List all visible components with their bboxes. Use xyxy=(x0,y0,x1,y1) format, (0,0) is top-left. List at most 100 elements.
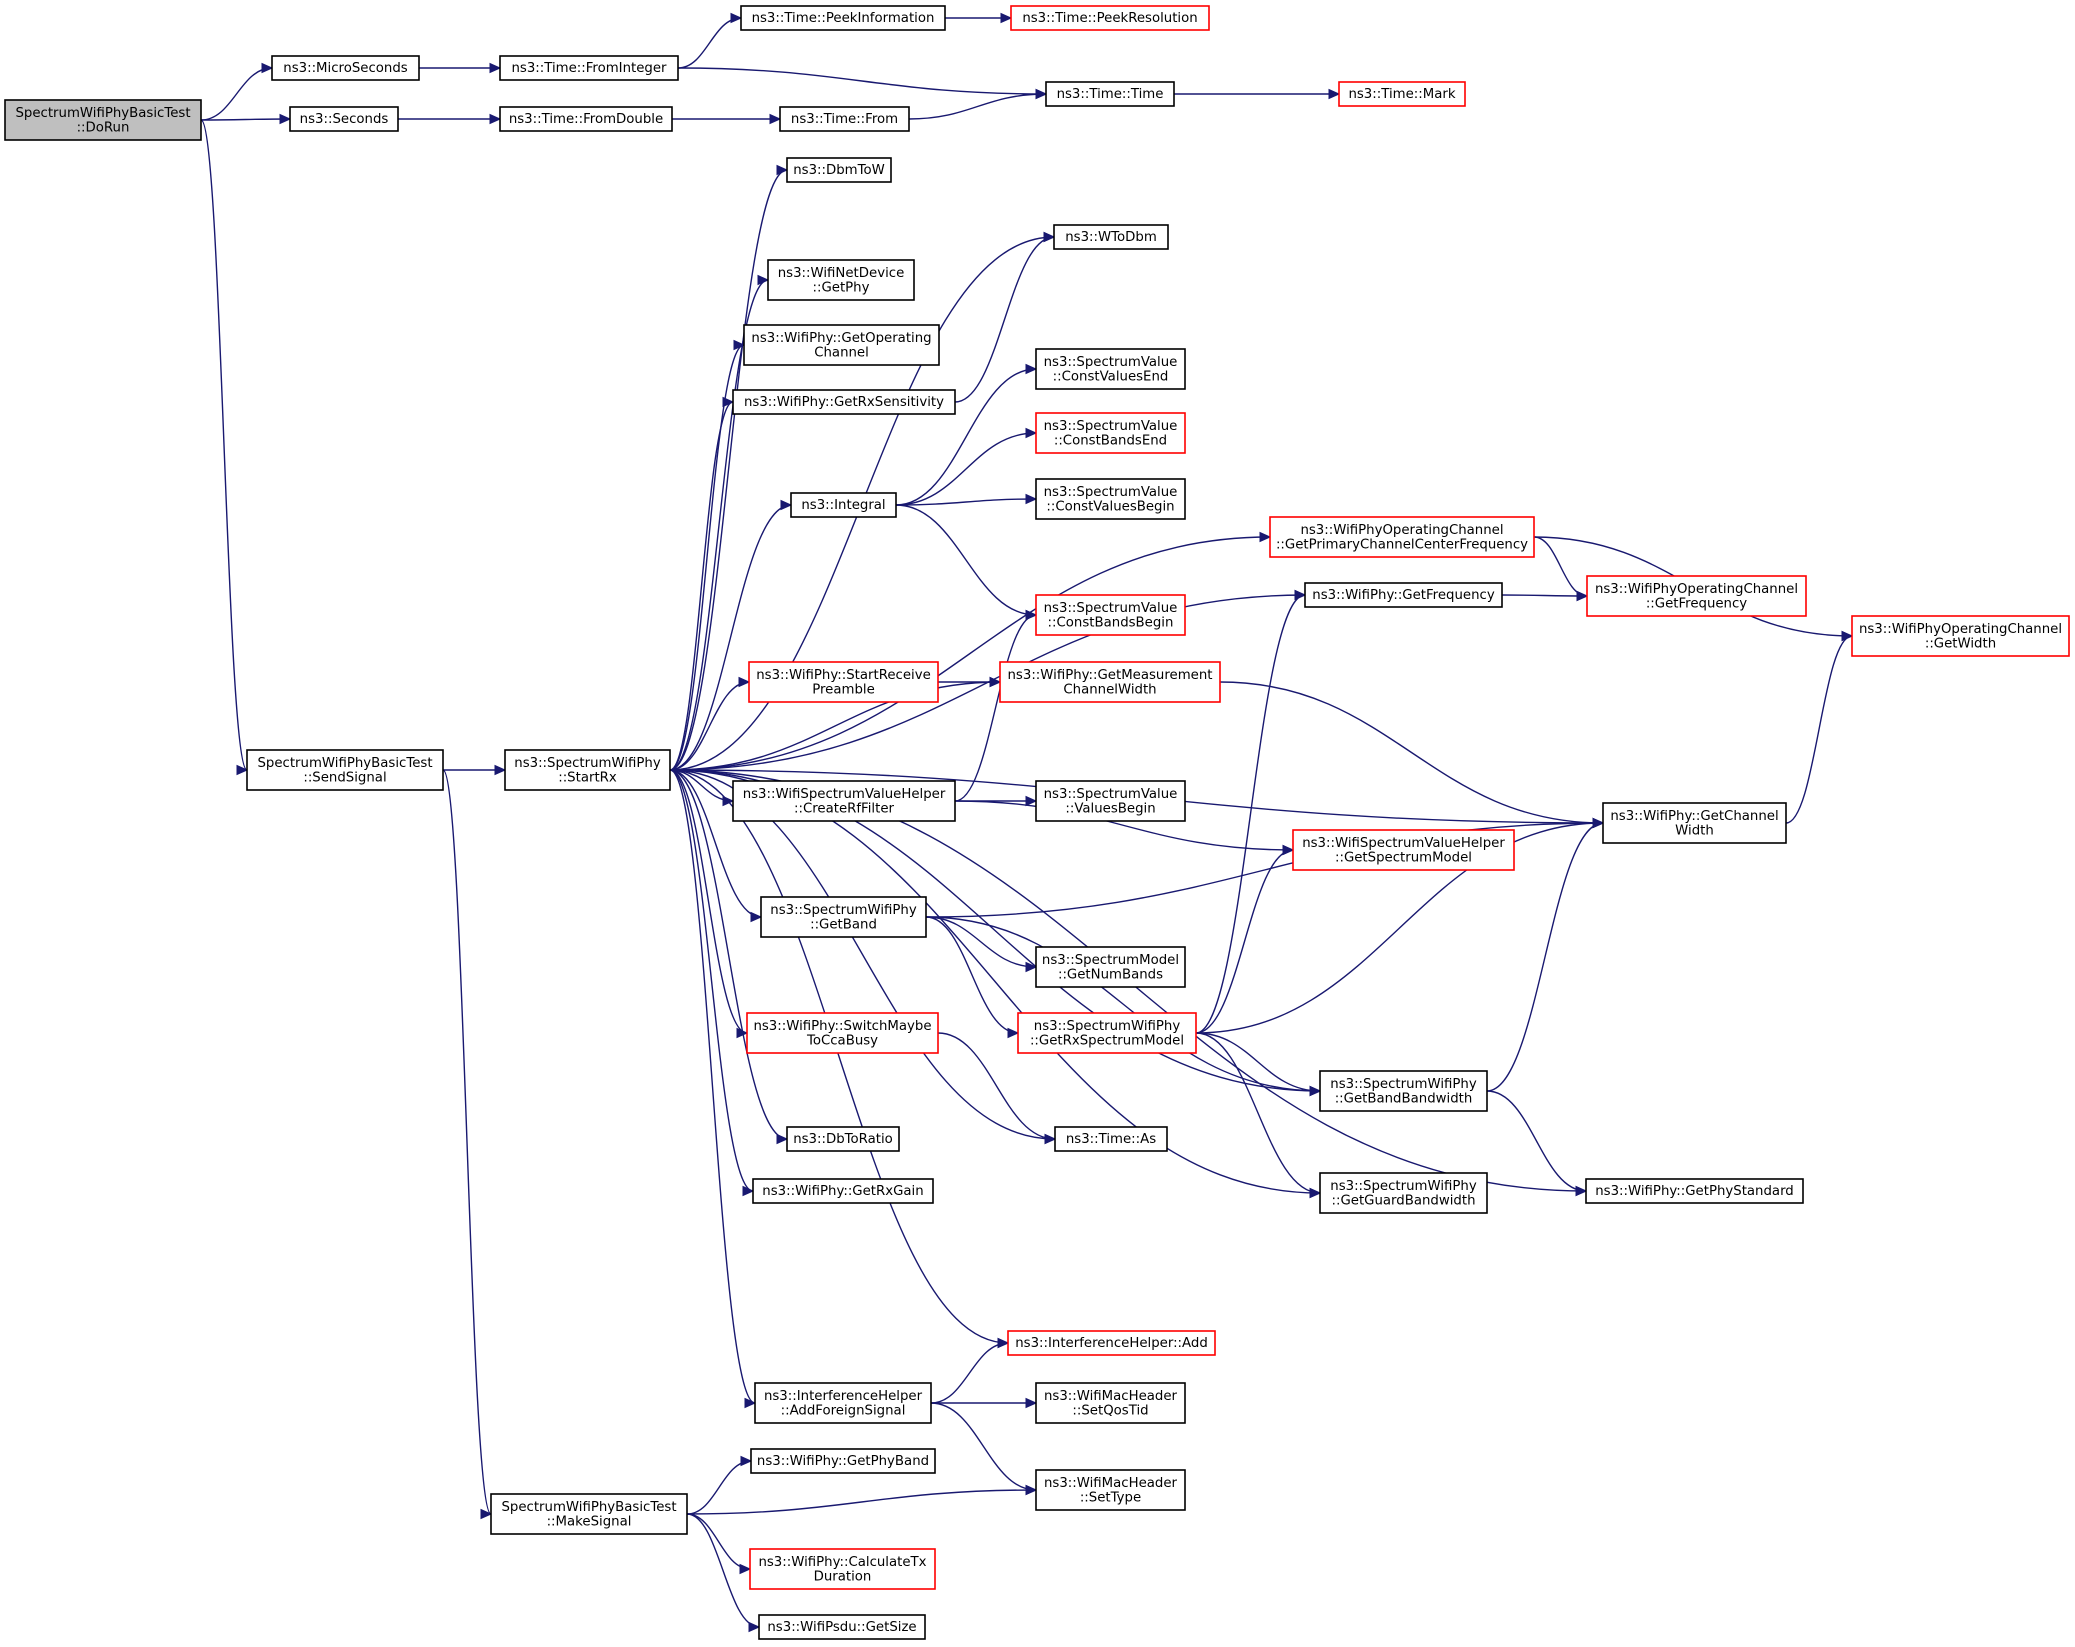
node-constbandsbegin[interactable]: ns3::SpectrumValue::ConstBandsBegin xyxy=(1035,594,1186,636)
node-valuesbegin[interactable]: ns3::SpectrumValue::ValuesBegin xyxy=(1035,780,1186,822)
edge-getrxspec-getspecmodel xyxy=(1195,844,1295,1034)
node-peekinfo[interactable]: ns3::Time::PeekInformation xyxy=(740,5,946,31)
edge-startrx-dbmtow xyxy=(669,164,789,771)
node-opchwidth[interactable]: ns3::WifiPhyOperatingChannel::GetWidth xyxy=(1851,615,2070,657)
node-frominteger[interactable]: ns3::Time::FromInteger xyxy=(499,55,679,81)
edge-arrowhead xyxy=(1035,88,1048,100)
node-constvaluesend[interactable]: ns3::SpectrumValue::ConstValuesEnd xyxy=(1035,348,1186,390)
edge-frominteger-peekinfo xyxy=(677,12,743,69)
node-seconds[interactable]: ns3::Seconds xyxy=(289,106,399,132)
node-label: ns3::WifiPhy::CalculateTx xyxy=(758,1555,926,1570)
node-sendsignal[interactable]: SpectrumWifiPhyBasicTest::SendSignal xyxy=(246,749,444,791)
node-wtodbm[interactable]: ns3::WToDbm xyxy=(1053,224,1169,250)
edge-arrowhead xyxy=(279,113,292,125)
edge-arrowhead xyxy=(1576,590,1589,602)
node-box xyxy=(786,157,892,183)
node-integral[interactable]: ns3::Integral xyxy=(790,492,897,518)
edge-arrowhead xyxy=(1259,531,1272,543)
edge-addforeign-settype xyxy=(930,1402,1038,1496)
node-getphyband[interactable]: ns3::WifiPhy::GetPhyBand xyxy=(750,1448,936,1474)
node-label: ::GetFrequency xyxy=(1646,596,1747,611)
edge-line xyxy=(686,1460,752,1515)
node-peekres[interactable]: ns3::Time::PeekResolution xyxy=(1010,5,1210,31)
edge-startrecvpre-getmeaschw xyxy=(937,676,1002,688)
node-getphy[interactable]: ns3::WifiNetDevice::GetPhy xyxy=(767,259,915,301)
node-box xyxy=(999,661,1221,703)
node-label: ns3::InterferenceHelper::Add xyxy=(1015,1336,1208,1351)
edge-startrx-getopch xyxy=(669,339,746,771)
node-label: ::SendSignal xyxy=(303,770,386,785)
edge-line xyxy=(1501,594,1588,597)
edge-line xyxy=(686,1489,1037,1515)
node-box xyxy=(732,389,956,415)
edge-getrxspec-getbandbw xyxy=(1195,1032,1322,1097)
node-label: ns3::SpectrumValue xyxy=(1044,601,1178,616)
edge-arrowhead xyxy=(1025,493,1038,505)
node-dbmtow[interactable]: ns3::DbmToW xyxy=(786,157,892,183)
node-getrxgain[interactable]: ns3::WifiPhy::GetRxGain xyxy=(752,1178,934,1204)
node-getsize[interactable]: ns3::WifiPsdu::GetSize xyxy=(758,1614,926,1640)
node-time[interactable]: ns3::Time::Time xyxy=(1045,81,1175,107)
node-getguardbw[interactable]: ns3::SpectrumWifiPhy::GetGuardBandwidth xyxy=(1319,1172,1488,1214)
node-label: ::GetRxSpectrumModel xyxy=(1030,1033,1184,1048)
node-label: ns3::Time::Time xyxy=(1057,87,1164,102)
node-getfreq[interactable]: ns3::WifiPhy::GetFrequency xyxy=(1304,582,1503,608)
node-microseconds[interactable]: ns3::MicroSeconds xyxy=(271,55,420,81)
node-box xyxy=(1602,802,1787,844)
node-getnumbands[interactable]: ns3::SpectrumModel::GetNumBands xyxy=(1035,946,1186,988)
node-getprimcf[interactable]: ns3::WifiPhyOperatingChannel::GetPrimary… xyxy=(1269,516,1535,558)
node-box xyxy=(732,780,956,822)
node-label: ::GetSpectrumModel xyxy=(1335,850,1472,865)
node-box xyxy=(750,1448,936,1474)
node-label: ns3::WToDbm xyxy=(1065,230,1157,245)
node-label: SpectrumWifiPhyBasicTest xyxy=(15,106,190,121)
edge-arrowhead xyxy=(1025,961,1038,973)
node-getrxspec[interactable]: ns3::SpectrumWifiPhy::GetRxSpectrumModel xyxy=(1017,1012,1197,1054)
edge-line xyxy=(925,916,1019,1034)
node-label: ::GetBand xyxy=(810,917,877,932)
node-getbandbw[interactable]: ns3::SpectrumWifiPhy::GetBandBandwidth xyxy=(1319,1070,1488,1112)
node-from[interactable]: ns3::Time::From xyxy=(779,106,910,132)
edge-getchw-opchwidth xyxy=(1785,630,1854,824)
node-settype[interactable]: ns3::WifiMacHeader::SetType xyxy=(1035,1469,1186,1511)
node-makesignal[interactable]: SpectrumWifiPhyBasicTest::MakeSignal xyxy=(490,1493,688,1535)
node-label: ::GetGuardBandwidth xyxy=(1332,1193,1476,1208)
node-createrf[interactable]: ns3::WifiSpectrumValueHelper::CreateRfFi… xyxy=(732,780,956,822)
node-getrxsens[interactable]: ns3::WifiPhy::GetRxSensitivity xyxy=(732,389,956,415)
node-box xyxy=(1035,348,1186,390)
node-label: ns3::WifiPhy::GetRxSensitivity xyxy=(744,395,944,410)
edge-time-mark xyxy=(1174,88,1341,100)
node-constvaluesbegin[interactable]: ns3::SpectrumValue::ConstValuesBegin xyxy=(1035,478,1186,520)
node-getband[interactable]: ns3::SpectrumWifiPhy::GetBand xyxy=(760,896,927,938)
node-mark[interactable]: ns3::Time::Mark xyxy=(1338,81,1466,107)
node-label: ns3::Seconds xyxy=(300,112,389,127)
node-startrx[interactable]: ns3::SpectrumWifiPhy::StartRx xyxy=(504,749,671,791)
node-label: ::GetWidth xyxy=(1925,636,1996,651)
node-dbtoratio[interactable]: ns3::DbToRatio xyxy=(786,1126,900,1152)
edge-line xyxy=(669,769,754,1192)
edge-getmeaschw-getchw xyxy=(1219,681,1605,829)
node-getphystd[interactable]: ns3::WifiPhy::GetPhyStandard xyxy=(1585,1178,1804,1204)
node-opchfreq[interactable]: ns3::WifiPhyOperatingChannel::GetFrequen… xyxy=(1586,575,1807,617)
node-getspecmodel[interactable]: ns3::WifiSpectrumValueHelper::GetSpectru… xyxy=(1292,829,1515,871)
edge-startrx-dbtoratio xyxy=(669,769,789,1145)
node-addforeign[interactable]: ns3::InterferenceHelper::AddForeignSigna… xyxy=(754,1382,932,1424)
node-label: SpectrumWifiPhyBasicTest xyxy=(501,1500,676,1515)
node-constbandsend[interactable]: ns3::SpectrumValue::ConstBandsEnd xyxy=(1035,412,1186,454)
node-label: ::StartRx xyxy=(558,770,617,785)
node-setqostid[interactable]: ns3::WifiMacHeader::SetQosTid xyxy=(1035,1382,1186,1424)
node-fromdouble[interactable]: ns3::Time::FromDouble xyxy=(499,106,673,132)
edge-integral-constbandsend xyxy=(895,427,1038,506)
node-ihadd[interactable]: ns3::InterferenceHelper::Add xyxy=(1007,1330,1216,1356)
node-box xyxy=(749,1548,936,1590)
edge-integral-constbandsbegin xyxy=(895,504,1038,621)
node-dorun[interactable]: SpectrumWifiPhyBasicTest::DoRun xyxy=(4,99,202,141)
node-timeas[interactable]: ns3::Time::As xyxy=(1054,1126,1168,1152)
